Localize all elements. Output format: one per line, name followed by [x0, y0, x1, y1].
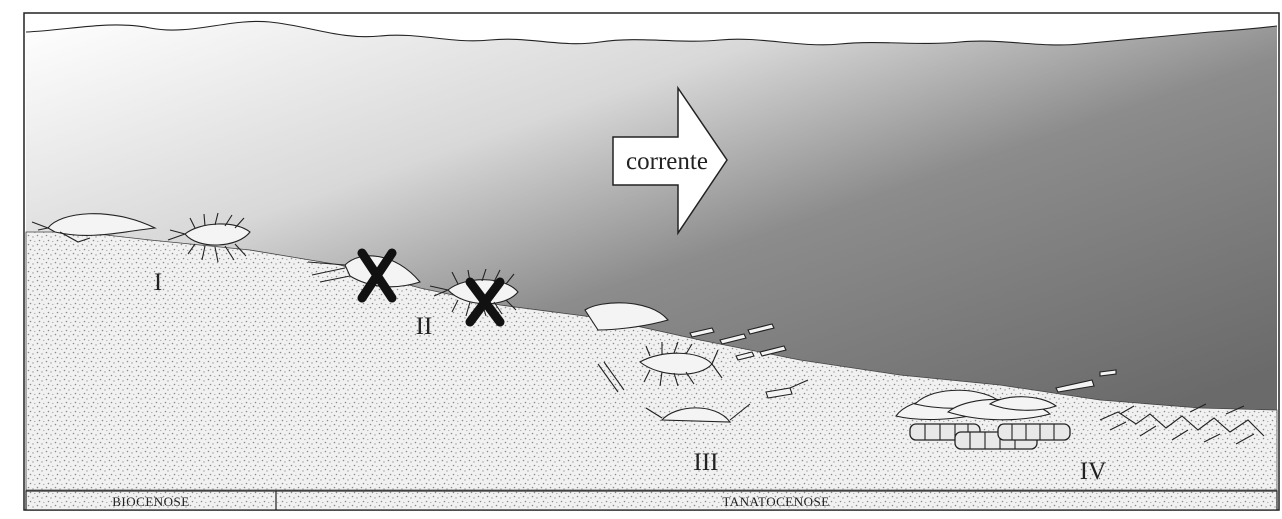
- biocenose-label: BIOCENOSE: [112, 494, 189, 509]
- stage-iv-label: IV: [1080, 458, 1106, 485]
- stage-iii-label: III: [694, 449, 719, 476]
- stage-i-label: I: [154, 269, 162, 296]
- bottom-bar: BIOCENOSE TANATOCENOSE: [26, 491, 1277, 510]
- current-label: corrente: [626, 148, 708, 175]
- tanatocenose-label: TANATOCENOSE: [722, 494, 829, 509]
- stage-ii-label: II: [416, 313, 433, 340]
